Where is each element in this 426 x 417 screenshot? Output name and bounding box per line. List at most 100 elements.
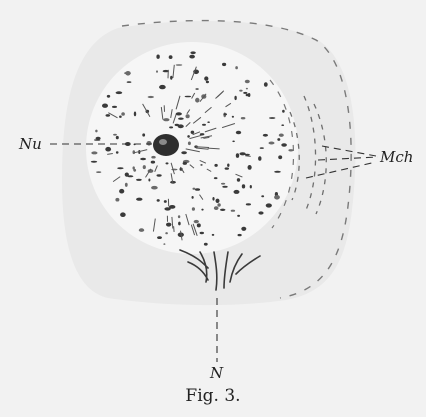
granule (237, 178, 240, 182)
label-n: N (210, 366, 223, 381)
granule (200, 232, 204, 234)
granule (222, 186, 227, 188)
granule (113, 134, 117, 136)
granule (212, 197, 214, 201)
granule (148, 96, 154, 98)
granule (260, 147, 264, 149)
granule (157, 199, 160, 202)
granule (163, 243, 165, 245)
granule (107, 95, 110, 98)
granule (139, 228, 144, 232)
nucleus-highlight (159, 139, 167, 145)
granule (169, 55, 173, 59)
granule (193, 188, 196, 190)
granule (115, 198, 119, 202)
granule (282, 110, 285, 113)
granule (125, 183, 128, 187)
granule (116, 151, 119, 153)
granule (94, 139, 101, 141)
granule (236, 131, 241, 135)
granule (246, 203, 251, 205)
granule (234, 96, 236, 100)
granule (156, 55, 159, 59)
granule (171, 169, 177, 171)
granule (102, 104, 108, 108)
granule (166, 223, 171, 227)
granule (96, 137, 101, 140)
granule (264, 82, 268, 87)
granule (140, 158, 146, 160)
granule (235, 66, 238, 69)
granule (157, 236, 162, 239)
granule (221, 183, 225, 185)
granule (288, 149, 293, 151)
granule (200, 164, 202, 166)
label-mch: Mch (380, 150, 413, 165)
granule (201, 209, 203, 211)
granule (248, 165, 252, 170)
granule (240, 152, 246, 155)
granule (95, 130, 97, 133)
granule (151, 161, 155, 164)
granule (120, 212, 126, 217)
label-nu: Nu (19, 137, 42, 152)
granule (261, 195, 264, 197)
granule (119, 189, 124, 194)
granule (239, 90, 242, 92)
granule (159, 85, 166, 89)
granule (195, 88, 198, 90)
granule (243, 92, 247, 94)
granule (278, 155, 282, 159)
granule (178, 118, 184, 120)
granule (151, 156, 155, 159)
granule (147, 141, 152, 146)
granule (127, 175, 133, 177)
granule (195, 188, 200, 191)
granule (176, 64, 183, 66)
granule (269, 142, 275, 145)
granule (204, 76, 208, 80)
radial-strand (245, 156, 250, 157)
granule (96, 171, 101, 173)
granule (241, 117, 246, 119)
nucleus (153, 134, 179, 156)
granule (183, 162, 187, 165)
granule (170, 76, 172, 80)
granule (246, 88, 248, 90)
granule (212, 234, 215, 236)
radial-strand (196, 147, 209, 148)
granule (91, 151, 97, 154)
granule (195, 98, 199, 103)
granule (227, 164, 229, 167)
granule (178, 124, 184, 128)
granule (189, 55, 195, 59)
granule (116, 136, 119, 139)
granule (238, 234, 242, 236)
granule (194, 220, 199, 223)
granule (192, 207, 195, 211)
granule (164, 207, 170, 210)
granule (127, 81, 132, 83)
granule (105, 147, 111, 152)
granule (207, 121, 210, 123)
granule (214, 177, 218, 179)
granule (274, 195, 280, 200)
granule (187, 135, 190, 138)
granule (277, 138, 280, 141)
granule (281, 143, 287, 146)
granule (242, 184, 245, 188)
granule (232, 141, 235, 143)
granule (106, 114, 111, 117)
granule (190, 51, 195, 54)
granule (232, 116, 234, 118)
granule (125, 71, 130, 76)
granule (236, 153, 239, 158)
granule (112, 106, 117, 108)
granule (156, 70, 158, 72)
granule (136, 179, 142, 181)
granule (191, 131, 195, 134)
granule (192, 196, 194, 199)
granule (279, 134, 284, 137)
granule (206, 81, 209, 83)
